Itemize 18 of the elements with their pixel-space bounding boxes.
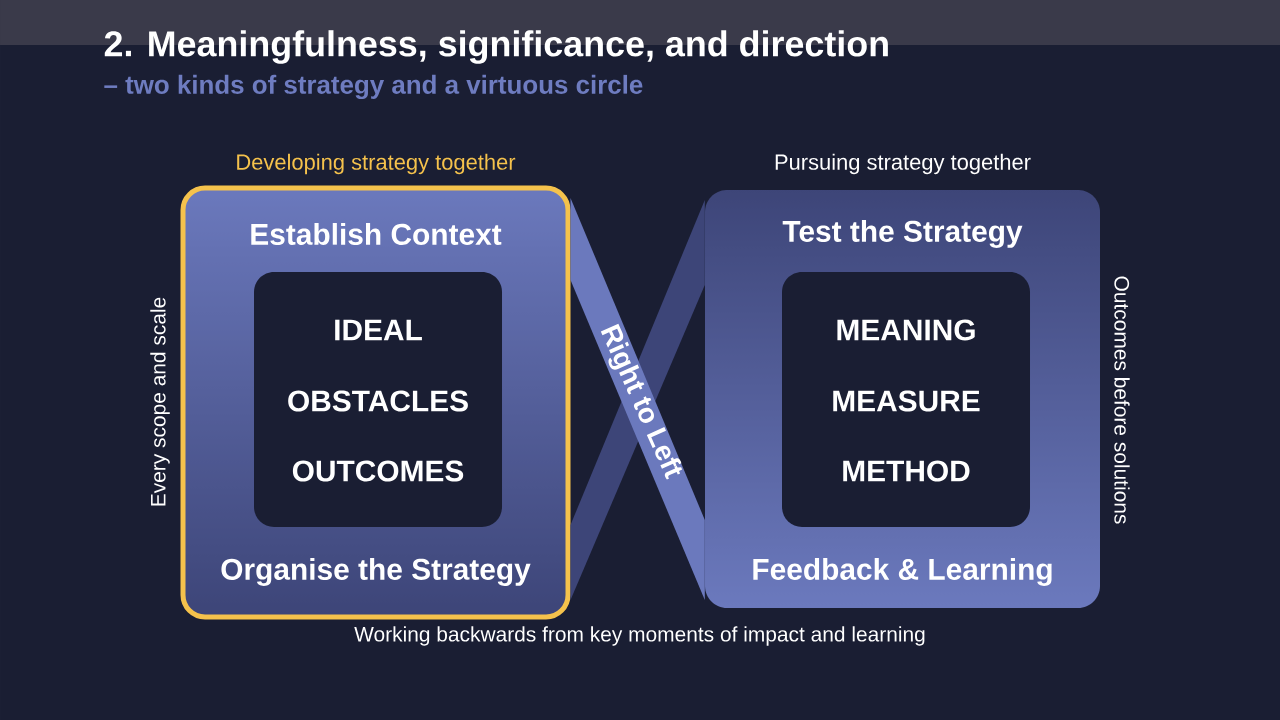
keyword: MEANING (837, 319, 975, 341)
stage-label: Feedback & Learning (753, 558, 1052, 586)
slide-subtitle: – two kinds of strategy and a virtuous circle (104, 74, 643, 100)
stage-label: Establish Context (251, 223, 502, 245)
stage-label: Organise the Strategy (221, 558, 531, 586)
slide-title: 2. Meaningfulness, significance, and direction (104, 30, 888, 64)
side-note: Outcomes before solutions (1114, 276, 1130, 524)
stage-label: Test the Strategy (782, 220, 1023, 248)
side-note: Every scope and scale (150, 297, 170, 506)
panel-heading: Developing strategy together (237, 153, 516, 175)
keyword: IDEAL (335, 319, 422, 341)
keyword: OBSTACLES (288, 390, 468, 412)
keyword: MEASURE (833, 390, 980, 412)
keyword: METHOD (843, 460, 970, 482)
side-note: Working backwards from key moments of impact and learning (354, 626, 925, 646)
keyword: OUTCOMES (292, 460, 464, 482)
edge-label: Right to Left (600, 323, 683, 480)
panel-heading: Pursuing strategy together (775, 153, 1031, 175)
